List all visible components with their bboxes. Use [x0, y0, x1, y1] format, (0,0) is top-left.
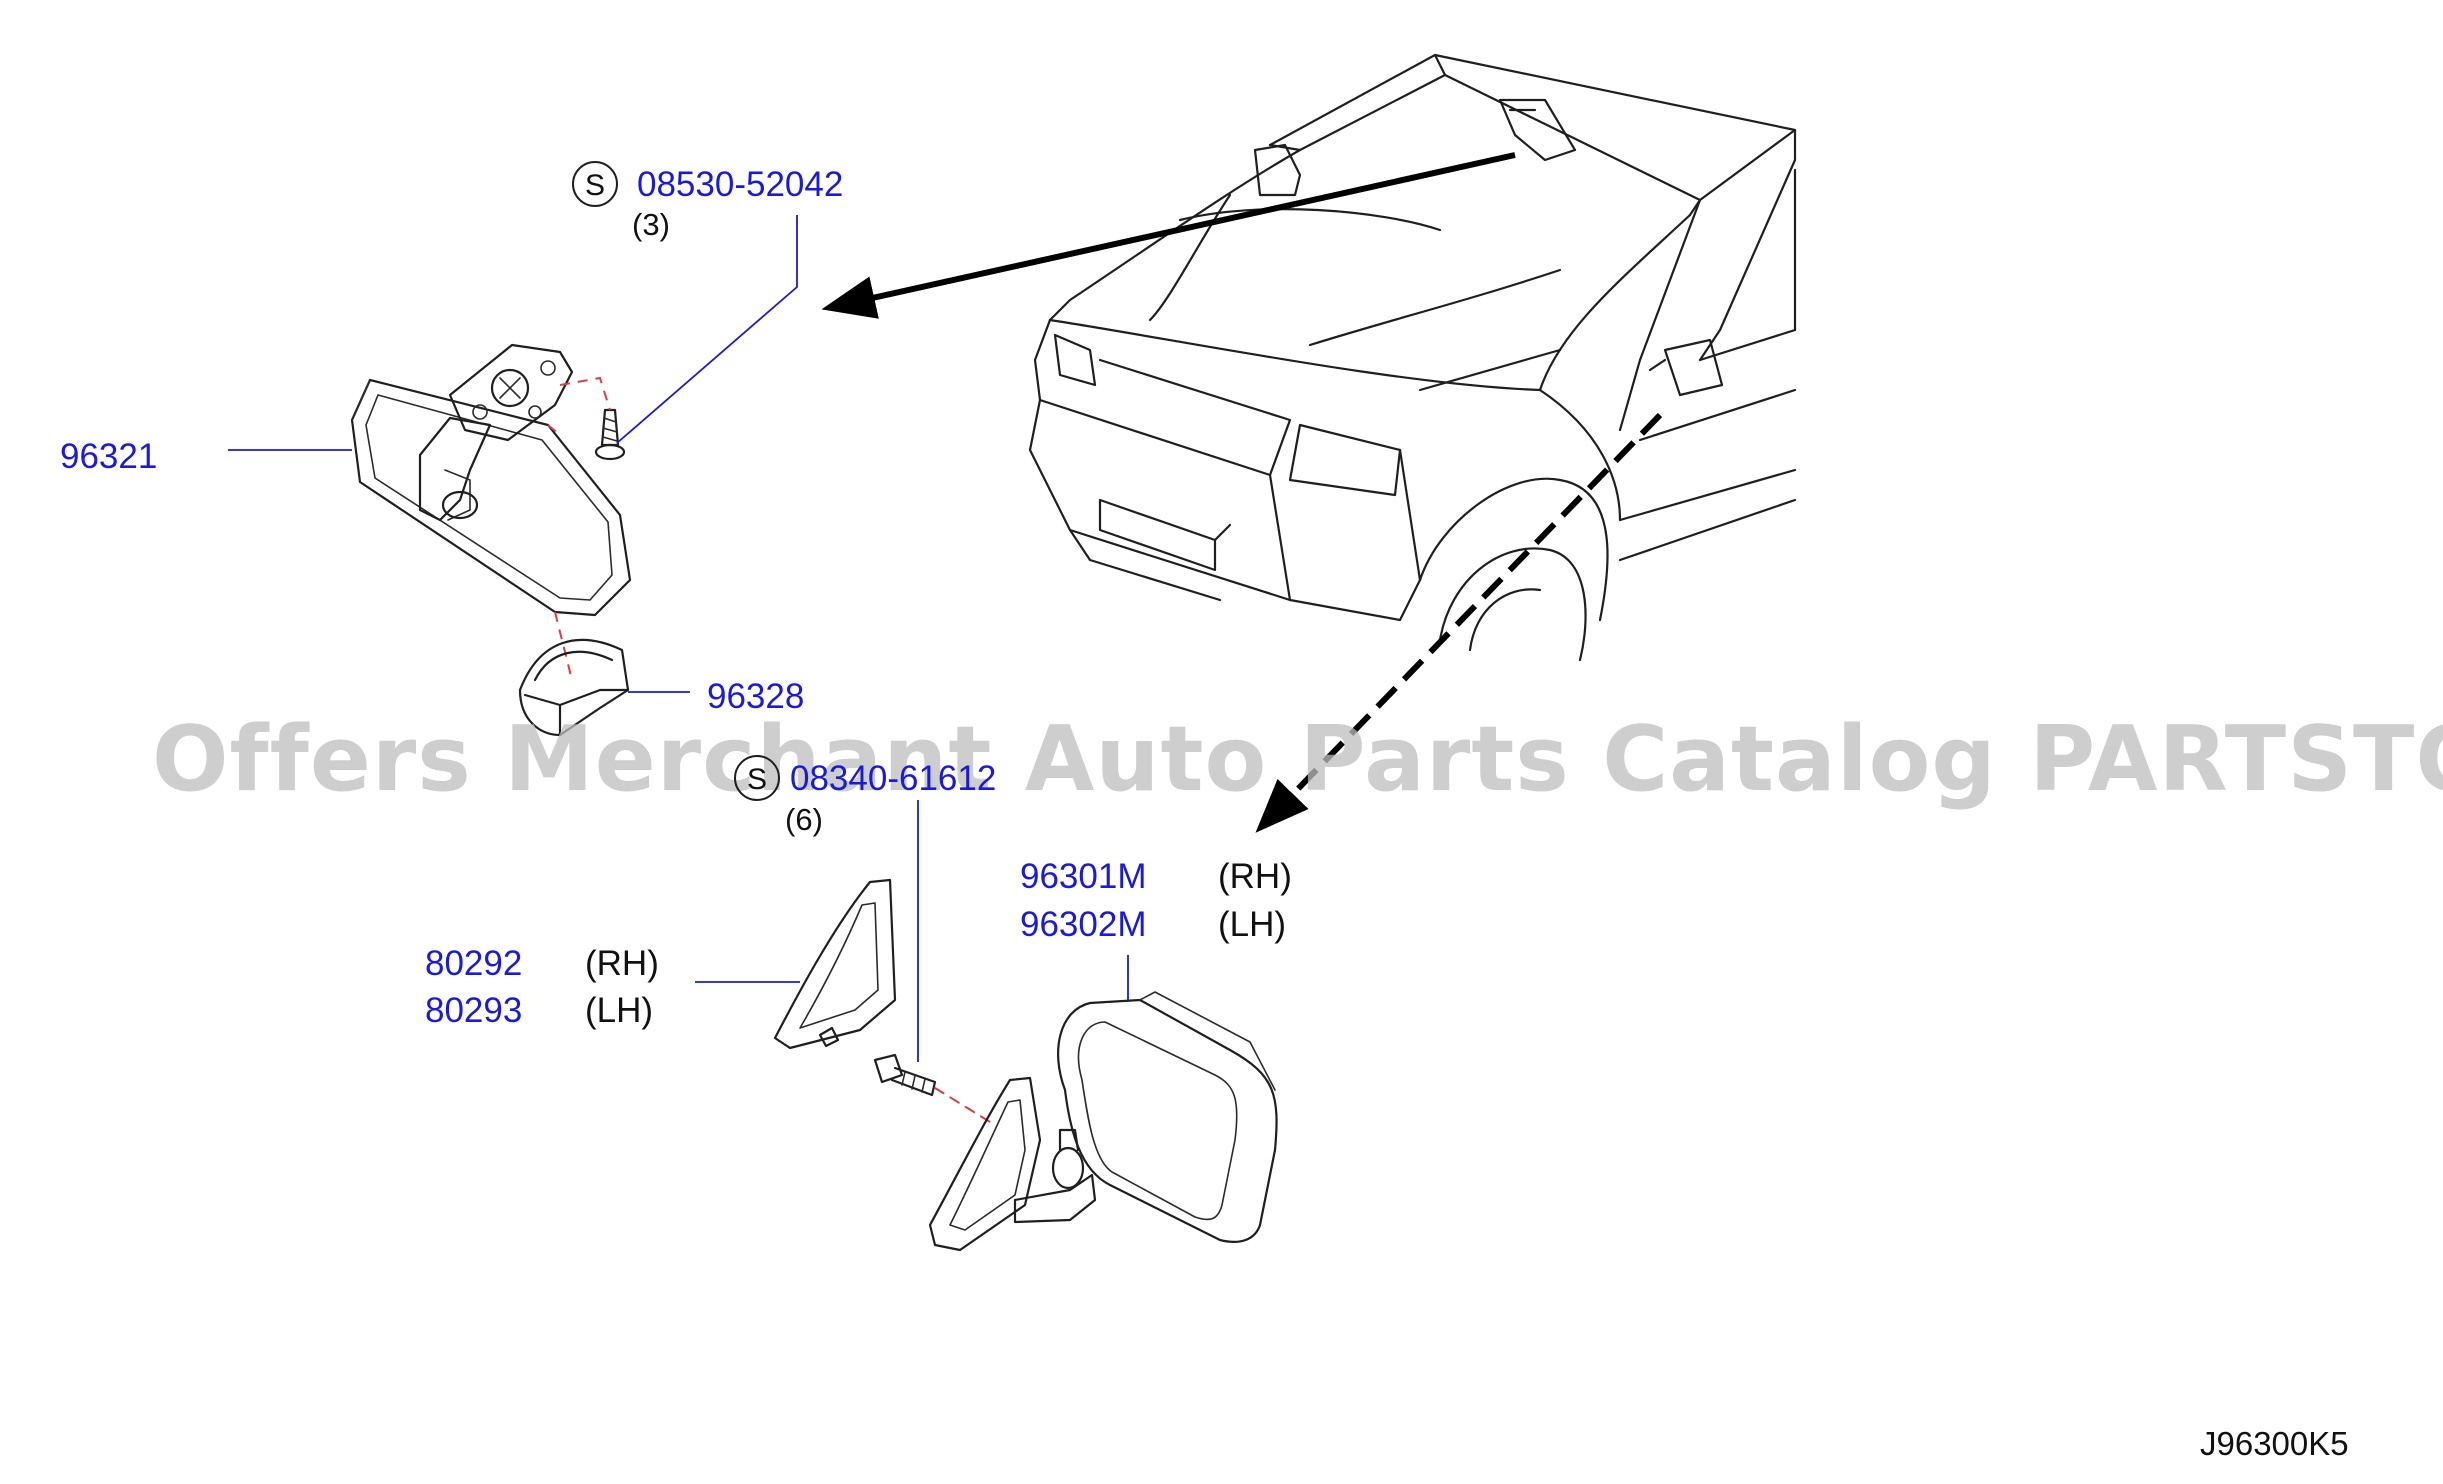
inner-mirror-drawing: [350, 343, 632, 681]
part-number-corner-finisher-rh[interactable]: 80292: [425, 944, 522, 983]
vehicle-drawing: [1028, 53, 1797, 662]
side-corner-finisher-rh: (RH): [585, 944, 659, 983]
side-corner-finisher-lh: (LH): [585, 991, 653, 1030]
side-door-mirror-rh: (RH): [1218, 857, 1292, 896]
watermark-text: Offers Merchant Auto Parts Catalog PARTS…: [152, 707, 2443, 812]
s-mark-circle: [734, 755, 780, 801]
part-number-bolt[interactable]: 08340-61612: [790, 759, 996, 798]
part-number-inner-mirror[interactable]: 96321: [60, 437, 157, 476]
diagram-reference-code: J96300K5: [2200, 1425, 2349, 1462]
s-mark-letter: S: [585, 169, 605, 202]
quantity-bolt: (6): [785, 802, 823, 837]
part-number-door-mirror-lh[interactable]: 96302M: [1020, 905, 1146, 944]
arrow-to-inner-mirror: [821, 152, 1516, 319]
callout-corner-finisher: 80292 (RH) 80293 (LH): [425, 944, 659, 1030]
door-mirror-drawing: [928, 991, 1278, 1252]
s-mark-letter: S: [747, 763, 767, 796]
side-door-mirror-lh: (LH): [1218, 905, 1286, 944]
part-number-screw[interactable]: 08530-52042: [637, 165, 843, 204]
callout-bolt-mid: S 08340-61612 (6): [734, 755, 996, 837]
location-arrows: [821, 152, 1663, 833]
quantity-screw: (3): [632, 207, 670, 242]
bolt-drawing: [873, 1053, 996, 1126]
leader-screw-top: [616, 215, 798, 444]
part-number-door-mirror-rh[interactable]: 96301M: [1020, 857, 1146, 896]
corner-finisher-drawing: [773, 878, 897, 1050]
leader-lines: [228, 215, 1129, 1062]
mirror-cover-drawing: [518, 638, 630, 737]
callout-screw-top: S 08530-52042 (3): [572, 161, 843, 242]
s-mark-circle: [572, 161, 618, 207]
part-number-mirror-cover[interactable]: 96328: [707, 677, 804, 716]
arrow-to-door-mirror: [1255, 412, 1663, 833]
callout-door-mirror: 96301M (RH) 96302M (LH): [1020, 857, 1292, 944]
part-number-corner-finisher-lh[interactable]: 80293: [425, 991, 522, 1030]
